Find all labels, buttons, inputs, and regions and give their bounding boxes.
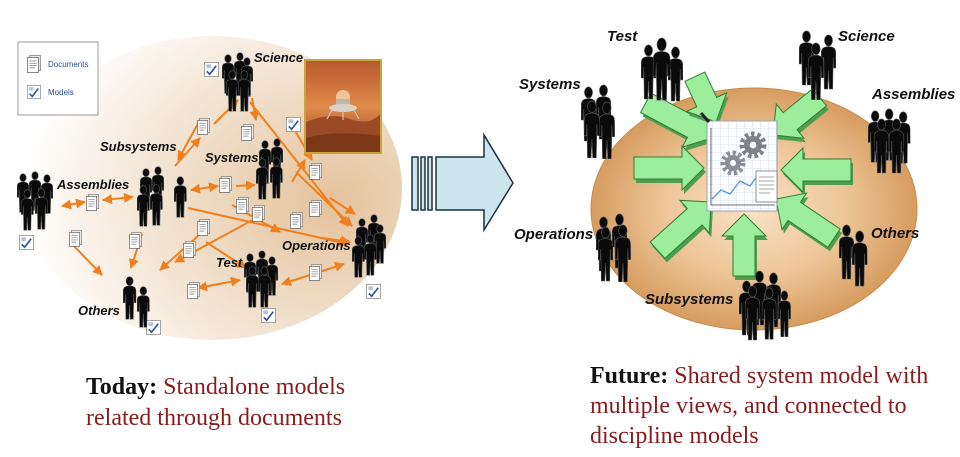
view-arrow: [720, 213, 768, 280]
document-relation-arrow: [197, 276, 241, 292]
today-label-subsystems: Subsystems: [100, 139, 177, 154]
view-arrow: [649, 199, 713, 263]
document-relation-arrow: [291, 159, 306, 183]
document-icon: [183, 241, 196, 258]
document-icon: [309, 163, 322, 180]
view-arrow: [775, 192, 843, 252]
gear-icon: [720, 150, 746, 176]
model-icon: [204, 62, 219, 77]
document-relation-arrow: [235, 180, 256, 191]
document-relation-arrow: [205, 241, 247, 269]
today-caption-line-1: Standalone models: [163, 374, 346, 400]
document-relation-arrow: [295, 171, 353, 227]
future-test-team: [641, 37, 683, 102]
document-relation-arrow: [190, 182, 219, 194]
future-label-assemblies: Assemblies: [871, 86, 955, 103]
view-arrow: [633, 144, 706, 194]
model-icon: [366, 284, 381, 299]
document-icon: [241, 124, 254, 141]
document-icon: [236, 197, 249, 214]
today-label-systems: Systems: [205, 150, 258, 165]
today-panel: Documents Models Science Subsystems Syst…: [17, 36, 402, 340]
legend-document-icon: [27, 55, 41, 73]
today-label-assemblies: Assemblies: [56, 177, 129, 192]
today-caption-line-2: related through documents: [86, 405, 342, 431]
document-icon: [187, 282, 200, 299]
model-icon: [146, 320, 161, 335]
document-relation-arrow: [102, 192, 134, 205]
future-caption-line-2: multiple views, and connected to: [590, 393, 907, 419]
document-relation-arrow: [329, 197, 356, 215]
legend-documents-label: Documents: [48, 60, 88, 69]
future-science-team: [799, 30, 836, 101]
future-label-operations: Operations: [514, 226, 593, 243]
future-label-others: Others: [871, 225, 919, 242]
document-relation-arrow: [249, 97, 260, 121]
document-icon: [309, 200, 322, 217]
today-caption: Today: Standalone models related through…: [86, 372, 345, 434]
future-caption-heading: Future:: [590, 363, 669, 389]
today-label-test: Test: [216, 255, 243, 270]
document-relation-arrow: [187, 207, 349, 247]
document-icon: [69, 230, 82, 247]
document-icon: [219, 176, 232, 193]
document-icon: [290, 212, 303, 229]
legend-model-icon: [27, 85, 41, 99]
mars-lander-photo: [304, 59, 382, 154]
shared-system-model-view: [699, 112, 778, 212]
document-icon: [197, 118, 210, 135]
today-label-operations: Operations: [282, 238, 351, 253]
document-relation-arrow: [321, 235, 351, 246]
model-icon: [261, 308, 276, 323]
document-icon: [309, 264, 322, 281]
document-icon: [252, 205, 265, 222]
view-arrow: [684, 71, 729, 126]
model-icon: [19, 235, 34, 250]
future-panel: Test Science Systems Assemblies Operatio…: [514, 28, 955, 341]
pen-icon: [699, 112, 711, 123]
view-arrow: [780, 146, 853, 196]
document-icon: [129, 232, 142, 249]
person-icon: [653, 37, 671, 101]
future-caption-line-1: Shared system model with: [674, 363, 929, 389]
today-caption-heading: Today:: [86, 374, 158, 400]
document-icon: [755, 170, 778, 203]
document-relation-arrow: [61, 198, 86, 210]
document-relation-arrows: [61, 97, 356, 292]
future-label-science: Science: [838, 28, 895, 45]
model-icon: [286, 117, 301, 132]
view-arrows: [633, 71, 853, 280]
future-systems-team: [581, 84, 615, 160]
document-icon: [197, 219, 210, 236]
gear-icon: [739, 131, 767, 159]
future-label-systems: Systems: [519, 76, 581, 93]
legend: Documents Models: [17, 41, 99, 116]
document-relation-arrow: [174, 137, 201, 167]
future-label-subsystems: Subsystems: [645, 291, 733, 308]
today-label-science: Science: [254, 50, 303, 65]
document-relation-arrow: [71, 243, 103, 276]
view-arrow: [772, 87, 829, 143]
document-relation-arrow: [177, 119, 201, 161]
future-caption: Future: Shared system model with multipl…: [590, 361, 928, 451]
future-label-test: Test: [607, 28, 638, 45]
document-icon: [86, 194, 99, 211]
transition-arrow: [411, 132, 514, 233]
today-label-others: Others: [78, 303, 120, 318]
legend-models-label: Models: [48, 88, 74, 97]
future-caption-line-3: discipline models: [590, 423, 759, 449]
